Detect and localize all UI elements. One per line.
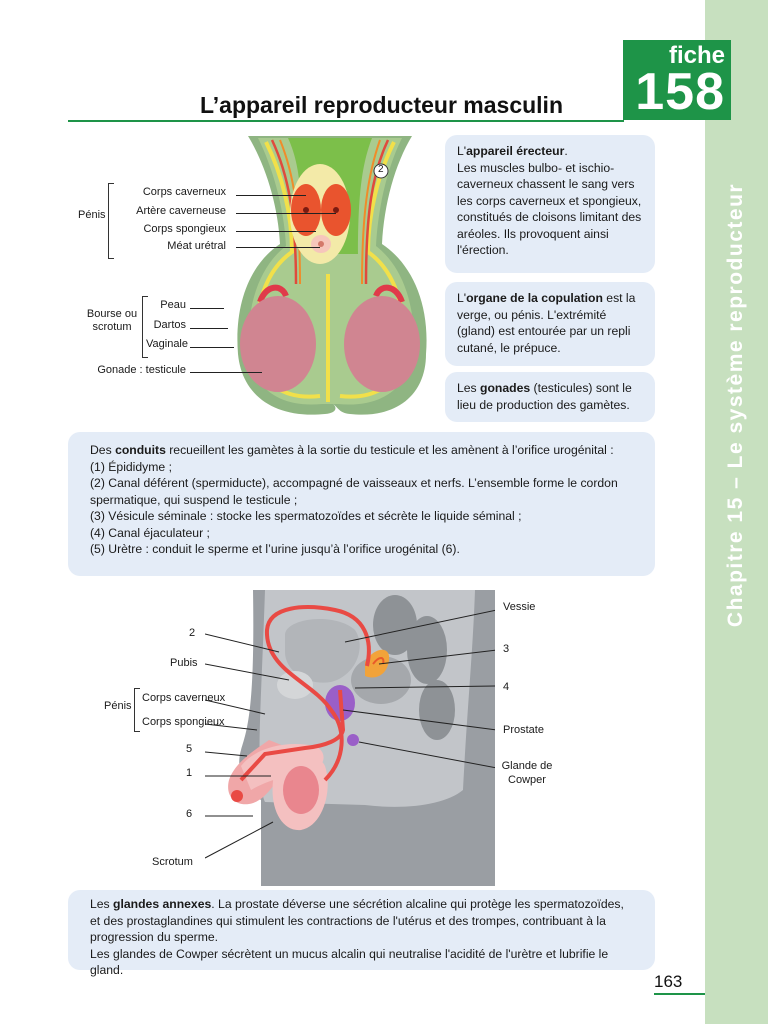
penis-scrotum-section-figure: [237, 136, 427, 415]
label-peau: Peau: [160, 299, 186, 311]
label-6: 6: [186, 808, 193, 820]
group-label-bourse: Bourse ou scrotum: [86, 308, 138, 333]
annexes-bold: glandes annexes: [113, 897, 212, 911]
leader-line: [236, 213, 336, 214]
conduits-text: recueillent les gamètes à la sortie du t…: [165, 443, 614, 457]
fiche-badge: fiche 158: [623, 40, 731, 121]
label-pubis: Pubis: [170, 657, 198, 669]
conduits-item: (3) Vésicule séminale : stocke les sperm…: [90, 509, 522, 523]
label-artere-caverneuse: Artère caverneuse: [136, 205, 226, 217]
annexes-text: . La prostate déverse une sécrétion alca…: [90, 897, 624, 944]
conduits-item: (5) Urètre : conduit le sperme et l’urin…: [90, 542, 460, 556]
label-corps-spongieux: Corps spongieux: [143, 223, 226, 235]
erecteur-after-bold: .: [564, 144, 568, 158]
label-scrotum: Scrotum: [152, 856, 193, 868]
label-vessie: Vessie: [503, 601, 536, 613]
label-prostate: Prostate: [503, 724, 544, 736]
group-label-penis: Pénis: [78, 209, 106, 221]
erecteur-prefix: L': [457, 144, 467, 158]
copulation-bold: organe de la copulation: [466, 291, 603, 305]
conduits-prefix: Des: [90, 443, 116, 457]
bracket-penis-2: [134, 688, 140, 732]
label-glande-cowper: Glande de Cowper: [501, 760, 553, 786]
fiche-number: 158: [635, 63, 725, 121]
figure1-marker-2: 2: [378, 164, 384, 175]
conduits-item: (2) Canal déférent (spermiducte), accomp…: [90, 476, 618, 507]
label-corps-spongieux-2: Corps spongieux: [142, 716, 225, 728]
label-corps-caverneux: Corps caverneux: [142, 186, 226, 198]
gonades-prefix: Les: [457, 381, 481, 395]
conduits-bold: conduits: [115, 443, 166, 457]
info-box-appareil-erecteur: L'appareil érecteur. Les muscles bulbo- …: [445, 135, 655, 273]
leader-line: [236, 247, 320, 248]
page-number: 163: [654, 972, 683, 991]
label-gonade-testicule: Gonade : testicule: [97, 364, 186, 376]
bracket-bourse: [142, 296, 148, 358]
fiche-label: fiche: [668, 42, 725, 69]
info-box-gonades: Les gonades (testicules) sont le lieu de…: [445, 372, 655, 422]
leader-line: [190, 328, 228, 329]
leader-line: [190, 347, 234, 348]
label-2: 2: [189, 627, 196, 639]
label-4: 4: [503, 681, 510, 693]
leader-line: [190, 372, 262, 373]
conduits-item: (4) Canal éjaculateur ;: [90, 525, 210, 540]
title-rule: [68, 120, 624, 122]
group-label-penis-2: Pénis: [104, 700, 132, 712]
label-corps-caverneux-2: Corps caverneux: [142, 692, 226, 704]
label-dartos: Dartos: [153, 319, 186, 331]
page-title: L’appareil reproducteur masculin: [200, 92, 563, 118]
leader-line: [236, 231, 316, 232]
erecteur-text: Les muscles bulbo- et ischio-caverneux c…: [457, 160, 642, 258]
info-box-conduits: Des conduits recueillent les gamètes à l…: [68, 432, 655, 576]
label-5: 5: [186, 743, 193, 755]
erecteur-bold: appareil érecteur: [466, 144, 565, 158]
info-box-organe-copulation: L'organe de la copulation est la verge, …: [445, 282, 655, 366]
chapter-sidebar: [705, 0, 768, 1024]
leader-line: [190, 308, 224, 309]
annexes-text-2: Les glandes de Cowper sécrètent un mucus…: [90, 946, 609, 978]
annexes-prefix: Les: [90, 897, 114, 911]
leader-line: [236, 195, 306, 196]
gonades-text: (testicules) sont le lieu de production …: [457, 381, 632, 412]
copulation-prefix: L': [457, 291, 467, 305]
bracket-penis: [108, 183, 114, 259]
gonades-bold: gonades: [480, 381, 531, 395]
copulation-text: est la verge, ou pénis. L'extrémité (gla…: [457, 291, 636, 355]
sagittal-section-figure: [205, 590, 495, 886]
label-vaginale: Vaginale: [146, 338, 188, 350]
label-1: 1: [186, 767, 193, 779]
page-number-rule: [654, 993, 705, 995]
conduits-item: (1) Épididyme ;: [90, 459, 172, 474]
chapter-title: Chapitre 15 – Le système reproducteur: [724, 182, 747, 628]
label-meat-uretral: Méat urétral: [167, 240, 226, 252]
label-3: 3: [503, 643, 510, 655]
info-box-glandes-annexes: Les glandes annexes. La prostate déverse…: [68, 890, 655, 977]
